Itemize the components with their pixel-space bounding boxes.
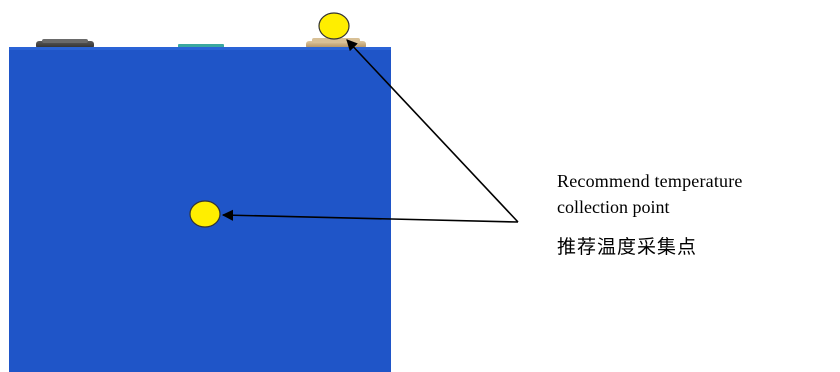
arrow-to-terminal-point	[346, 39, 519, 223]
battery-cell-top-edge	[9, 47, 391, 50]
arrow-to-body-point	[221, 209, 519, 223]
annotation-line-1: Recommend temperature	[557, 171, 743, 191]
body-temperature-point	[189, 200, 221, 228]
terminal-temperature-point	[318, 12, 350, 40]
annotation-line-2: collection point	[557, 197, 670, 217]
annotation-line-3-chinese: 推荐温度采集点	[557, 236, 698, 258]
